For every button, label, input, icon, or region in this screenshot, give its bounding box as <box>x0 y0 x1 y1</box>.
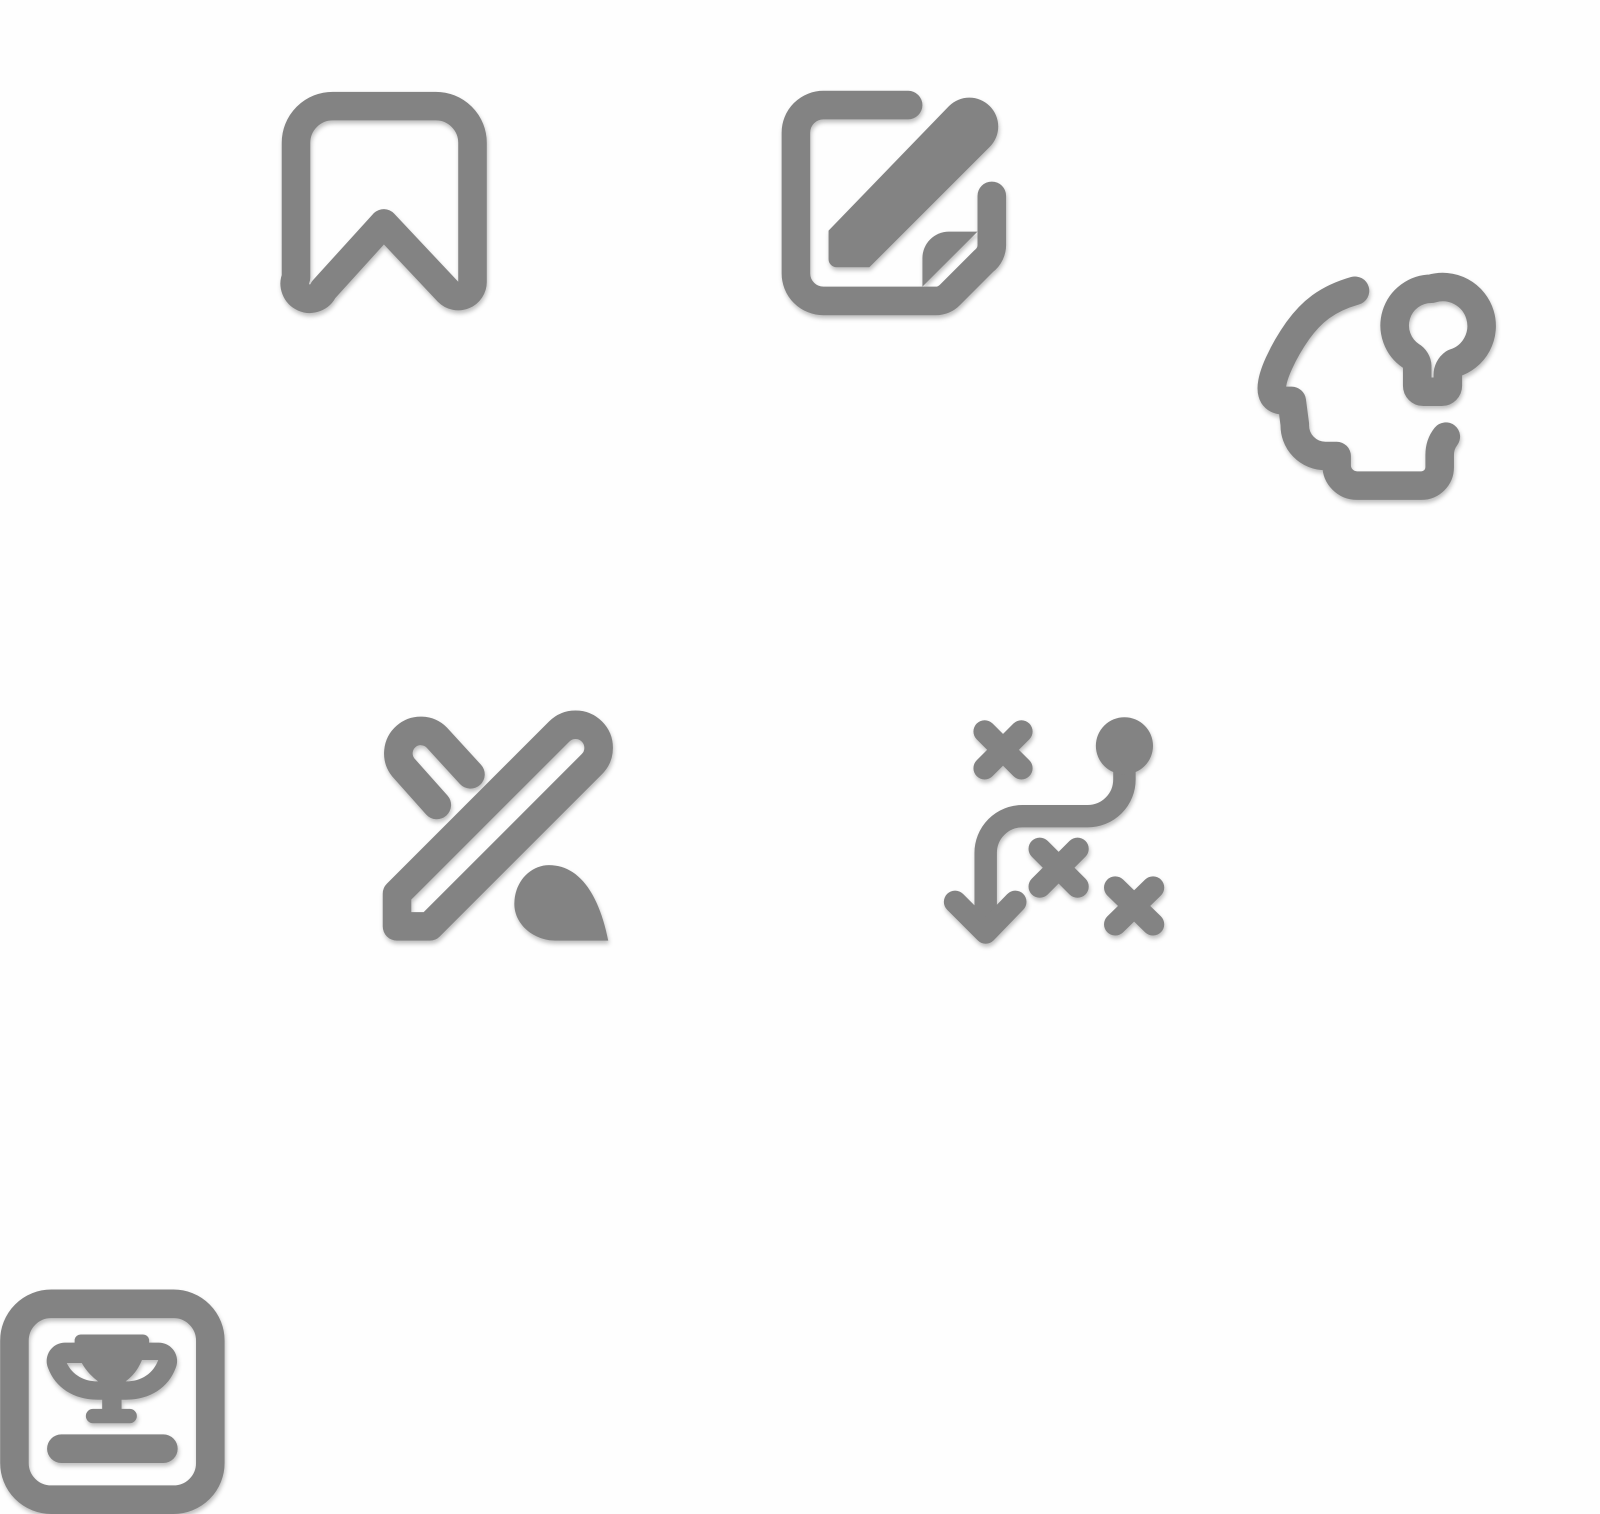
head-lightbulb-icon[interactable] <box>1257 272 1496 500</box>
bookmark-icon[interactable] <box>280 91 487 313</box>
edit-square-icon[interactable] <box>781 90 1007 316</box>
design-pencil-icon[interactable] <box>382 710 613 941</box>
strategy-play-icon[interactable] <box>943 717 1165 944</box>
trophy-frame-icon[interactable] <box>0 1289 225 1514</box>
